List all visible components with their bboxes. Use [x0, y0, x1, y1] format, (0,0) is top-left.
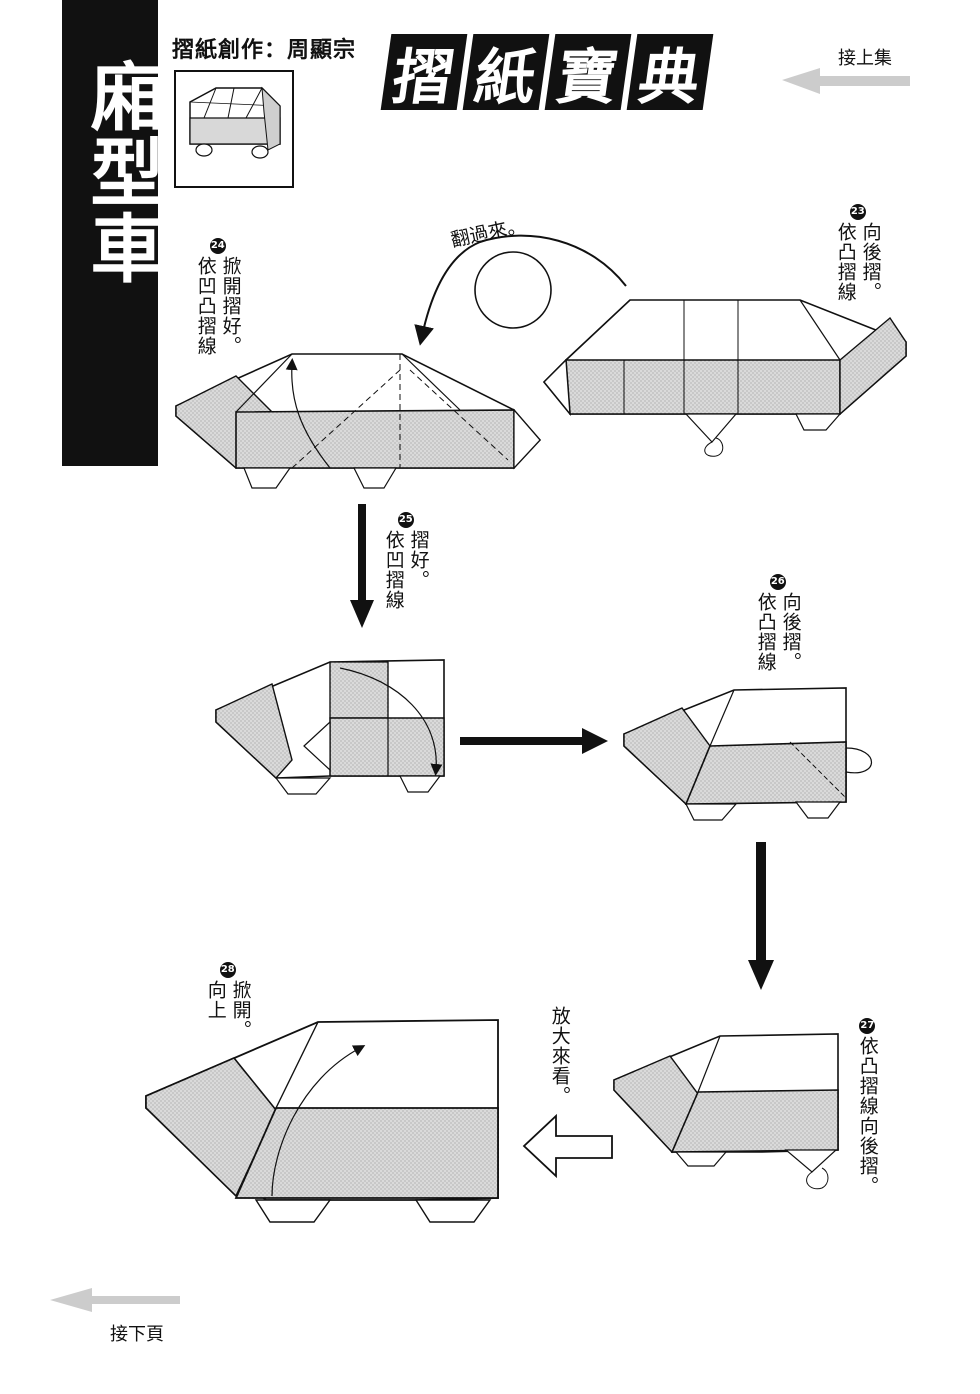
- step-23-diagram: [542, 299, 907, 457]
- step-number: 26: [769, 574, 786, 590]
- step-23-line: 依凸摺線: [834, 222, 857, 302]
- step-25-line: 摺好。: [407, 530, 430, 590]
- zoom-view-label: 放大來看。: [548, 1006, 571, 1106]
- step-23-line: 向後摺。: [859, 222, 882, 302]
- step-24-line: 掀開摺好。: [219, 256, 242, 356]
- step-24-line: 依凹凸摺線: [194, 256, 217, 356]
- down-arrow-icon: [350, 504, 374, 628]
- van-thumbnail-icon: [189, 86, 281, 159]
- step-24-instruction: 24 依凹凸摺線 掀開摺好。: [194, 238, 242, 356]
- step-27-instruction: 27 依凸摺線向後摺。: [856, 1018, 879, 1196]
- step-number: 27: [859, 1018, 876, 1034]
- finished-model-thumbnail: [174, 70, 294, 188]
- step-28-diagram: [145, 1019, 499, 1223]
- next-page-arrow-icon[interactable]: [50, 1288, 180, 1312]
- book-title-char: 寶: [544, 34, 632, 113]
- step-number: 24: [209, 238, 226, 254]
- step-28-instruction: 28 向上 掀開。: [204, 962, 252, 1040]
- step-28-line: 向上: [204, 980, 227, 1020]
- book-title-char: 摺: [380, 34, 468, 113]
- step-27-line: 依凸摺線向後摺。: [856, 1036, 879, 1196]
- author-credit: 摺紙創作：周顯宗: [172, 38, 357, 63]
- step-23-instruction: 23 依凸摺線 向後摺。: [834, 204, 882, 302]
- side-banner: 廂型車: [62, 0, 164, 466]
- step-25-line: 依凹摺線: [382, 530, 405, 610]
- step-25-instruction: 25 依凹摺線 摺好。: [382, 512, 430, 610]
- book-title-char: 典: [626, 34, 714, 113]
- step-28-line: 掀開。: [229, 980, 252, 1040]
- step-26-line: 向後摺。: [779, 592, 802, 672]
- zoom-left-arrow-icon: [522, 1113, 613, 1179]
- book-title: 摺 紙 寶 典: [380, 34, 714, 113]
- step-number: 23: [849, 204, 866, 220]
- step-27-diagram: [613, 1033, 839, 1190]
- step-24-diagram: [175, 353, 542, 489]
- right-arrow-icon: [460, 728, 608, 754]
- next-page-label[interactable]: 接下頁: [110, 1324, 164, 1345]
- prev-page-arrow-icon[interactable]: [782, 68, 910, 94]
- step-25-diagram: [215, 659, 445, 795]
- step-number: 25: [397, 512, 414, 528]
- step-26-line: 依凸摺線: [754, 592, 777, 672]
- step-26-diagram: [623, 687, 873, 821]
- step-26-instruction: 26 依凸摺線 向後摺。: [754, 574, 802, 672]
- flip-over-label: 翻過來。: [448, 214, 528, 252]
- step-number: 28: [219, 962, 236, 978]
- prev-page-label[interactable]: 接上集: [838, 48, 892, 69]
- model-title: 廂型車: [78, 58, 164, 286]
- book-title-char: 紙: [462, 34, 550, 113]
- down-arrow-icon: [748, 842, 774, 990]
